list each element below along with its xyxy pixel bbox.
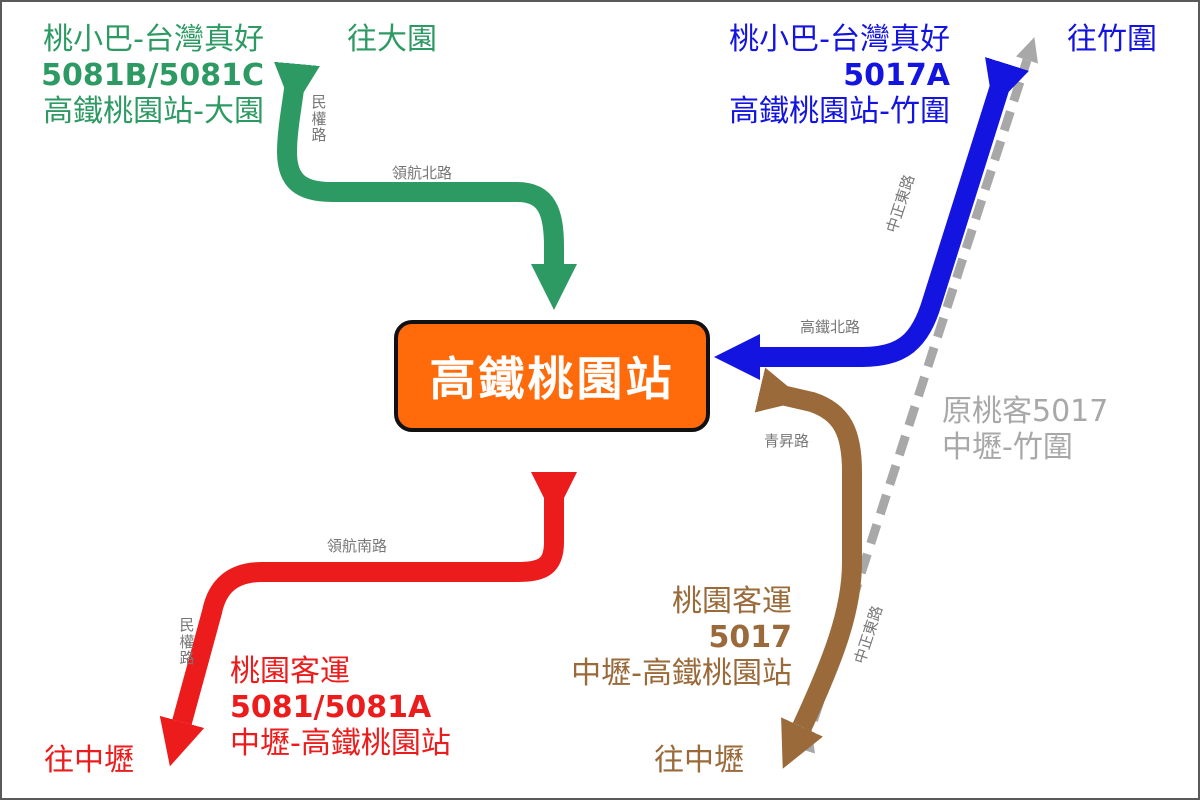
gray-line1: 原桃客5017 (942, 394, 1109, 429)
green-operator: 桃小巴-台灣真好 (43, 22, 264, 57)
green-route-span: 高鐵桃園站-大園 (43, 94, 264, 129)
station-box: 高鐵桃園站 (394, 320, 710, 432)
blue-street-horizontal: 高鐵北路 (800, 318, 861, 336)
green-destination: 往大園 (347, 22, 437, 57)
red-street-horizontal: 領航南路 (327, 537, 388, 555)
red-operator: 桃園客運 (230, 654, 350, 689)
brown-route-numbers: 5017 (708, 620, 793, 655)
red-destination: 往中壢 (44, 743, 134, 778)
red-street-vertical: 民權路 (179, 616, 195, 667)
blue-destination: 往竹圍 (1067, 22, 1157, 57)
blue-operator: 桃小巴-台灣真好 (729, 22, 950, 57)
red-route-numbers: 5081/5081A (230, 690, 432, 725)
green-route-line (287, 64, 554, 264)
blue-route-numbers: 5017A (843, 58, 950, 93)
gray-line2: 中壢-竹圍 (942, 430, 1073, 465)
red-route-span: 中壢-高鐵桃園站 (230, 726, 451, 761)
green-route-numbers: 5081B/5081C (41, 58, 264, 93)
blue-route-span: 高鐵桃園站-竹圍 (729, 94, 950, 129)
green-street-vertical: 民權路 (311, 93, 327, 144)
green-route-info: 桃小巴-台灣真好 5081B/5081C 高鐵桃園站-大園 (41, 22, 264, 130)
red-route-info: 桃園客運 5081/5081A 中壢-高鐵桃園站 (230, 654, 451, 762)
blue-route-line (760, 64, 1007, 357)
station-name: 高鐵桃園站 (429, 352, 675, 406)
brown-destination: 往中壢 (654, 743, 744, 778)
brown-route-info: 桃園客運 5017 中壢-高鐵桃園站 (571, 584, 792, 692)
brown-route-line (760, 390, 862, 727)
blue-route-info: 桃小巴-台灣真好 5017A 高鐵桃園站-竹圍 (729, 22, 950, 130)
brown-route-span: 中壢-高鐵桃園站 (571, 656, 792, 691)
brown-operator: 桃園客運 (672, 584, 792, 619)
gray-former-route-info: 原桃客5017 中壢-竹圍 (942, 394, 1108, 466)
green-street-horizontal: 領航北路 (392, 164, 453, 182)
brown-street-horizontal: 青昇路 (764, 432, 810, 450)
red-route-line (182, 472, 554, 722)
